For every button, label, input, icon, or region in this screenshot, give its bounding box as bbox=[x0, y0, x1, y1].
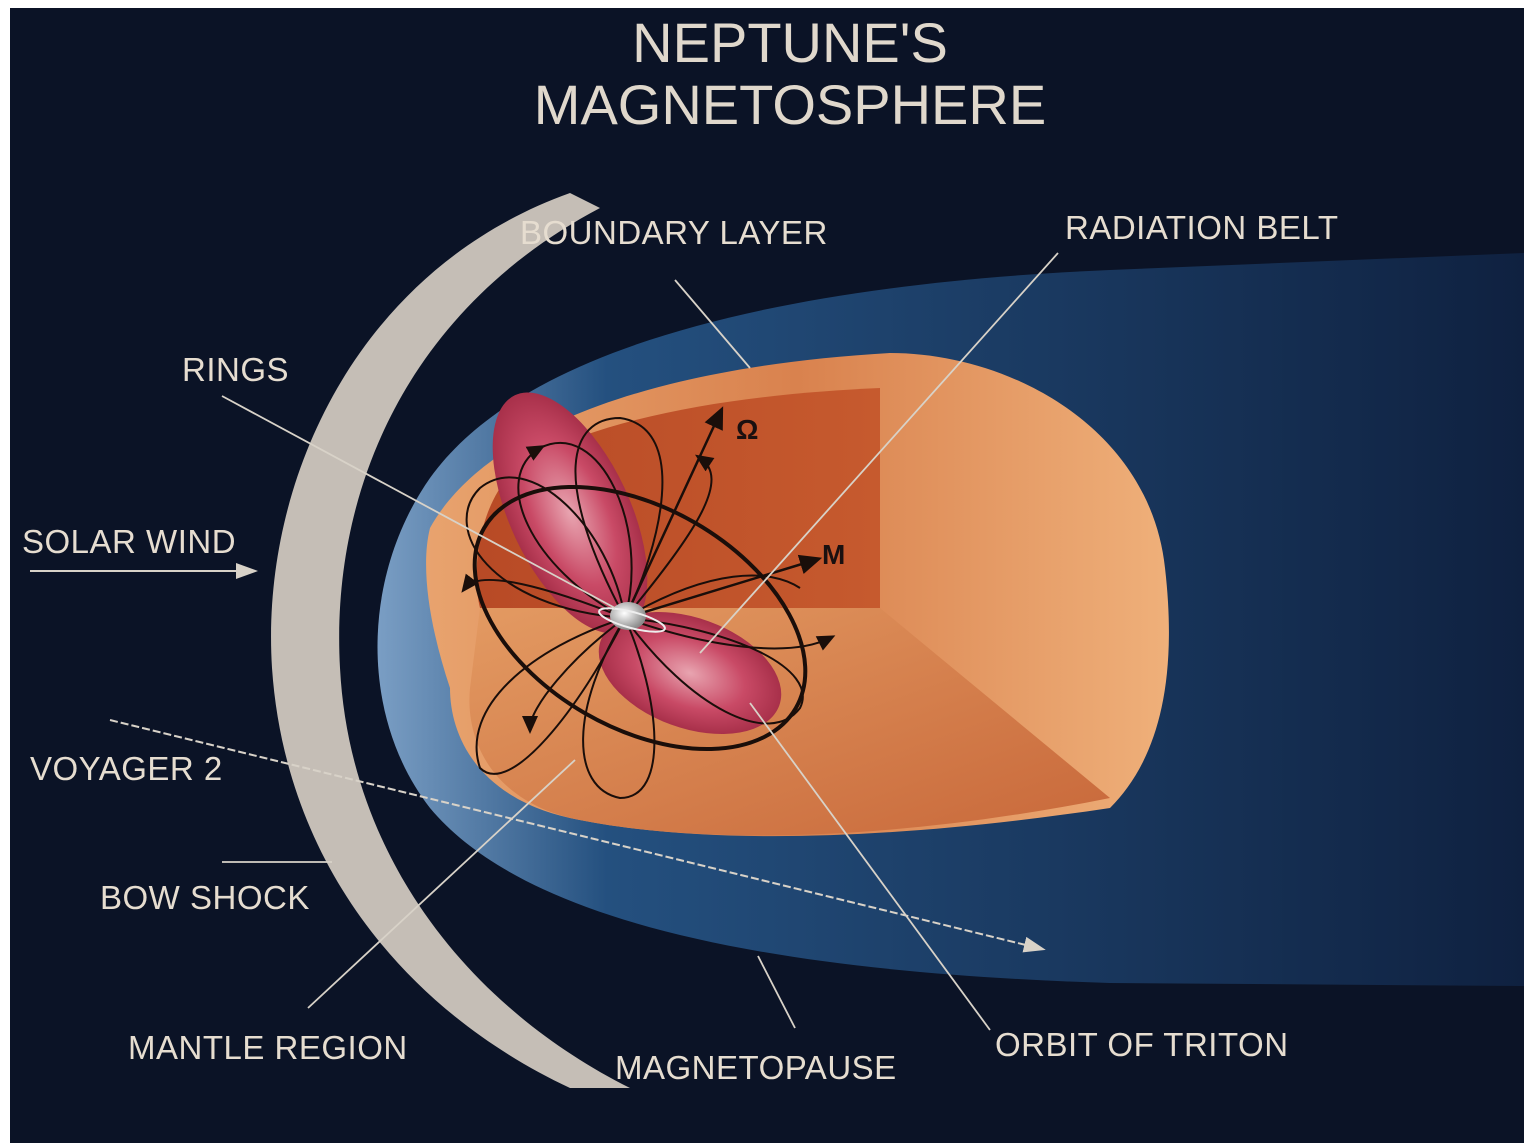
title-line-2: MAGNETOSPHERE bbox=[440, 74, 1140, 136]
label-solar-wind: SOLAR WIND bbox=[22, 525, 236, 558]
label-boundary-layer: BOUNDARY LAYER bbox=[520, 216, 828, 249]
magnetic-moment-symbol: M bbox=[822, 541, 845, 569]
diagram-frame: NEPTUNE'S MAGNETOSPHERE BOUNDARY LAYER R… bbox=[10, 8, 1524, 1143]
magnetosphere-illustration bbox=[10, 8, 1524, 1143]
label-voyager-2: VOYAGER 2 bbox=[30, 752, 223, 785]
label-rings: RINGS bbox=[182, 353, 289, 386]
label-radiation-belt: RADIATION BELT bbox=[1065, 211, 1338, 244]
label-orbit-of-triton: ORBIT OF TRITON bbox=[995, 1028, 1289, 1061]
label-mantle-region: MANTLE REGION bbox=[128, 1031, 408, 1064]
page-title: NEPTUNE'S MAGNETOSPHERE bbox=[440, 12, 1140, 135]
omega-symbol: Ω bbox=[736, 416, 758, 444]
label-bow-shock: BOW SHOCK bbox=[100, 881, 310, 914]
neptune-planet bbox=[610, 602, 646, 630]
title-line-1: NEPTUNE'S bbox=[440, 12, 1140, 74]
label-magnetopause: MAGNETOPAUSE bbox=[615, 1051, 897, 1084]
